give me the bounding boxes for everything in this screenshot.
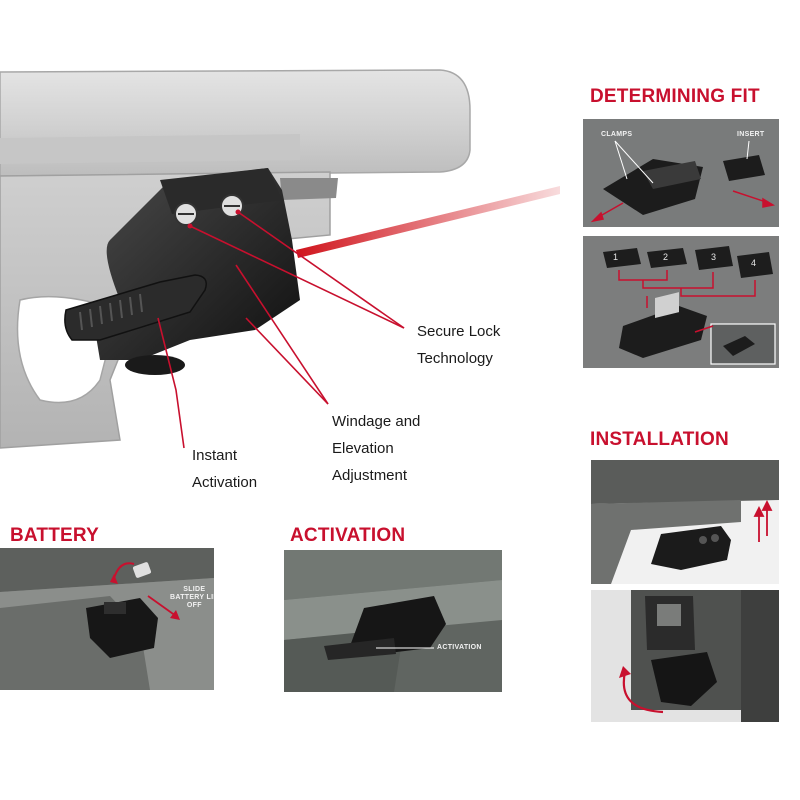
callout-windage-line-2: Elevation: [332, 440, 394, 457]
callout-instant-line-2: Activation: [192, 474, 258, 491]
fit-inserts-diagram: [583, 236, 779, 368]
battery-label-line-2: BATTERY LID: [170, 594, 214, 601]
installation-title: INSTALLATION: [590, 429, 729, 450]
installation-step-2-diagram: [591, 590, 779, 722]
callout-windage-line-1: Windage and: [332, 413, 421, 430]
installation-step-1-diagram: [591, 460, 779, 584]
insert-label: INSERT: [737, 131, 765, 138]
insert-number-2: 2: [663, 252, 669, 262]
battery-label-line-3: OFF: [186, 602, 202, 609]
battery-diagram: [0, 548, 214, 690]
battery-slide-label: SLIDE BATTERY LID OFF: [170, 586, 214, 610]
insert-number-3: 3: [711, 252, 717, 262]
battery-title: BATTERY: [10, 525, 100, 546]
battery-label-line-1: SLIDE: [183, 586, 206, 593]
insert-number-4: 4: [751, 258, 757, 268]
fit-clamps-diagram: [583, 119, 779, 227]
activation-title: ACTIVATION: [290, 525, 406, 546]
installation-photo-2: [591, 590, 779, 722]
callout-windage: Windage and Elevation Adjustment: [332, 408, 420, 489]
clamps-label: CLAMPS: [601, 131, 633, 138]
callout-instant-line-1: Instant: [192, 447, 238, 464]
callout-windage-line-3: Adjustment: [332, 467, 408, 484]
activation-label: ACTIVATION: [437, 644, 482, 651]
pistol-with-laser-illustration: [0, 69, 560, 449]
determining-fit-title: DETERMINING FIT: [590, 86, 760, 107]
callout-instant-activation: Instant Activation: [192, 442, 257, 496]
callout-secure-lock-line-2: Technology: [417, 350, 493, 367]
activation-diagram: [284, 550, 502, 692]
fit-photo-inserts: 1 2 3 4: [583, 236, 779, 368]
fit-photo-clamps-insert: CLAMPS INSERT: [583, 119, 779, 227]
activation-photo: ACTIVATION: [284, 550, 502, 692]
hero-illustration: [0, 60, 570, 500]
callout-secure-lock: Secure Lock Technology: [417, 318, 500, 372]
callout-secure-lock-line-1: Secure Lock: [417, 323, 501, 340]
battery-photo: SLIDE BATTERY LID OFF: [0, 548, 214, 690]
insert-number-1: 1: [613, 252, 619, 262]
installation-photo-1: [591, 460, 779, 584]
